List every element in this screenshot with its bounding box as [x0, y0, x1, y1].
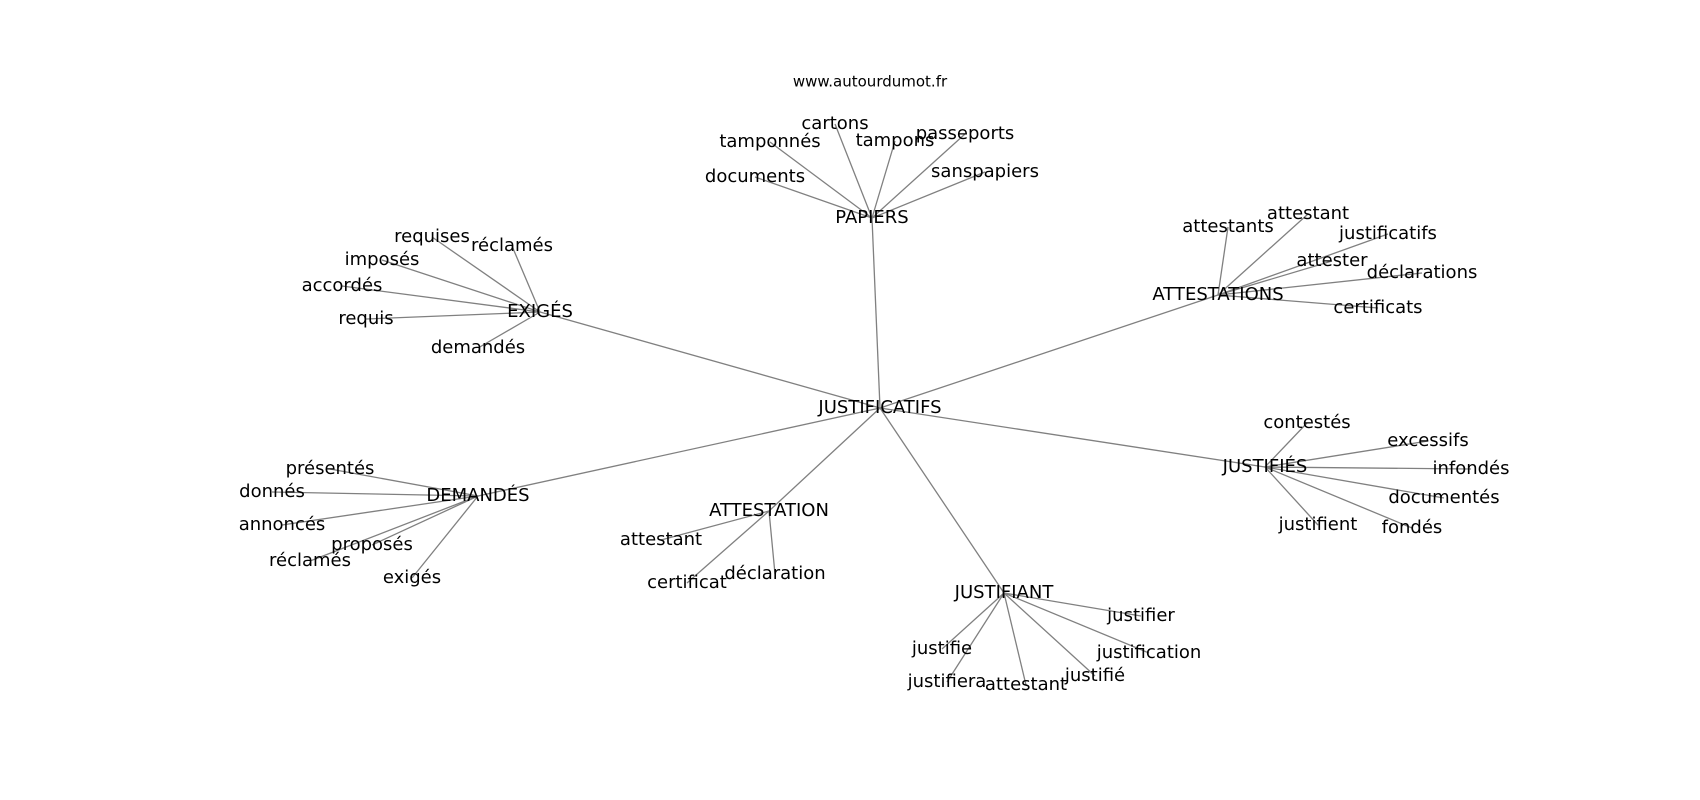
leaf-node-label: donnés	[239, 481, 305, 502]
leaf-node-label: attestant	[620, 529, 702, 550]
edge-hub-leaf	[511, 245, 541, 313]
edge-hub-leaf	[1264, 440, 1429, 468]
leaf-node-label: cartons	[801, 113, 868, 134]
edge-hub-leaf	[768, 510, 776, 575]
edge-hub-leaf	[1003, 592, 1142, 617]
edge-hub-leaf	[1003, 592, 1096, 677]
edge-hub-leaf	[1217, 272, 1423, 296]
graph-edges	[271, 123, 1472, 686]
leaf-node-label: requis	[338, 308, 393, 329]
hub-node-label: JUSTIFIÉS	[1222, 455, 1308, 477]
edge-hub-leaf	[281, 495, 479, 526]
edge-hub-leaf	[834, 123, 873, 219]
leaf-node-label: déclarations	[1367, 262, 1478, 283]
edge-center-hub	[879, 294, 1219, 409]
leaf-node-label: présentés	[286, 458, 375, 479]
center-node-label: JUSTIFICATIFS	[817, 397, 941, 418]
leaf-node-label: justification	[1096, 642, 1202, 663]
leaf-node-label: contestés	[1263, 412, 1350, 433]
leaf-node-label: demandés	[431, 337, 525, 358]
leaf-node-label: imposés	[345, 249, 420, 270]
edge-hub-leaf	[1264, 466, 1413, 529]
edge-hub-leaf	[309, 495, 479, 562]
edge-hub-leaf	[1264, 422, 1308, 468]
leaf-node-label: exigés	[383, 567, 441, 588]
leaf-node-label: fondés	[1382, 517, 1443, 538]
edge-hub-leaf	[431, 236, 541, 313]
leaf-node-label: attestant	[985, 674, 1067, 695]
edge-hub-leaf	[946, 592, 1005, 683]
hub-node-label: ATTESTATION	[709, 500, 829, 521]
edge-center-hub	[539, 311, 881, 409]
leaf-node-label: infondés	[1432, 458, 1509, 479]
leaf-node-label: justifié	[1064, 665, 1125, 686]
leaf-node-label: réclamés	[269, 550, 351, 571]
edge-hub-leaf	[411, 495, 479, 579]
edge-hub-leaf	[1003, 592, 1027, 686]
edge-hub-leaf	[941, 592, 1005, 650]
edge-hub-leaf	[1217, 294, 1379, 309]
edge-hub-leaf	[477, 311, 541, 349]
edge-hub-leaf	[1003, 592, 1150, 654]
edge-hub-leaf	[1217, 260, 1333, 296]
edge-hub-leaf	[871, 140, 896, 219]
edge-center-hub	[879, 407, 1005, 594]
leaf-node-label: réclamés	[471, 235, 553, 256]
leaf-node-label: justifiera	[907, 671, 987, 692]
edge-center-hub	[768, 407, 881, 512]
leaf-node-label: passeports	[916, 123, 1015, 144]
leaf-node-label: attester	[1296, 250, 1368, 271]
leaf-node-label: documents	[705, 166, 805, 187]
leaf-node-label: certificat	[647, 572, 727, 593]
leaf-node-label: requises	[394, 226, 470, 247]
edge-hub-leaf	[686, 510, 770, 584]
leaf-node-label: justificatifs	[1338, 223, 1437, 244]
leaf-node-label: accordés	[302, 275, 383, 296]
hub-node-label: DEMANDÉS	[426, 484, 529, 506]
leaf-node-label: attestants	[1182, 216, 1274, 237]
hub-node-label: JUSTIFIANT	[954, 582, 1055, 603]
edge-hub-leaf	[365, 311, 541, 320]
leaf-node-label: sanspapiers	[931, 161, 1039, 182]
site-url: www.autourdumot.fr	[793, 73, 948, 91]
leaf-node-label: déclaration	[724, 563, 825, 584]
leaf-node-label: tamponnés	[719, 131, 820, 152]
edge-hub-leaf	[871, 171, 986, 219]
edge-hub-leaf	[1264, 466, 1319, 526]
leaf-node-label: excessifs	[1387, 430, 1469, 451]
edge-center-hub	[871, 217, 881, 409]
hub-node-label: ATTESTATIONS	[1152, 284, 1283, 305]
edge-hub-leaf	[769, 141, 873, 219]
edge-hub-leaf	[1217, 226, 1229, 296]
edge-center-hub	[879, 407, 1266, 468]
leaf-node-label: justifier	[1106, 605, 1175, 626]
edge-hub-leaf	[1217, 233, 1389, 296]
edge-hub-leaf	[1264, 466, 1472, 470]
leaf-node-label: documentés	[1388, 487, 1499, 508]
edge-center-hub	[477, 407, 881, 497]
leaf-node-label: annoncés	[239, 514, 326, 535]
edge-hub-leaf	[271, 491, 479, 497]
edge-hub-leaf	[1264, 466, 1445, 499]
leaf-node-label: proposés	[331, 534, 413, 555]
edge-hub-leaf	[329, 468, 479, 497]
edge-hub-leaf	[754, 176, 873, 219]
hub-node-label: PAPIERS	[835, 207, 909, 228]
edge-hub-leaf	[341, 285, 541, 313]
edge-hub-leaf	[371, 495, 479, 546]
leaf-node-label: attestant	[1267, 203, 1349, 224]
hub-node-label: EXIGÉS	[507, 300, 573, 322]
edge-hub-leaf	[1217, 213, 1309, 296]
edge-hub-leaf	[660, 510, 770, 541]
graph-labels: www.autourdumot.fr JUSTIFICATIFS PAPIERS c…	[239, 73, 1510, 696]
leaf-node-label: tampons	[856, 130, 935, 151]
edge-hub-leaf	[871, 133, 966, 219]
leaf-node-label: justifient	[1278, 514, 1358, 535]
edge-hub-leaf	[381, 259, 541, 313]
leaf-node-label: certificats	[1333, 297, 1422, 318]
leaf-node-label: justifie	[911, 638, 972, 659]
